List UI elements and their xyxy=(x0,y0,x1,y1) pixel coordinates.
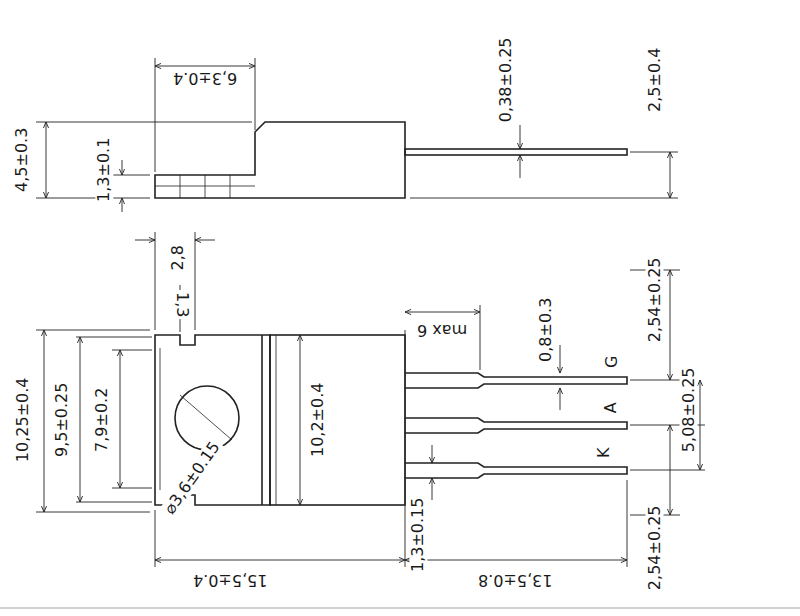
dimension-label: 1,3±0.15 xyxy=(409,496,427,574)
dimension-label: 2,8 xyxy=(169,243,187,272)
dimension-label: 4,5±0.3 xyxy=(13,126,31,194)
dimension-label: 7,9±0.2 xyxy=(93,386,111,454)
dimension-label: 2,5±0.4 xyxy=(646,46,664,114)
dimension-label: 2,54±0.25 xyxy=(645,256,663,345)
dimension-label: 10,25±0.4 xyxy=(13,376,31,465)
dimension-label: 5,08±0.25 xyxy=(679,366,697,455)
dimension-label: A xyxy=(601,401,619,416)
dimension-label: G xyxy=(603,354,621,370)
dimension-label: 0,8±0.3 xyxy=(537,296,555,364)
dimension-label: 0,38±0.25 xyxy=(496,36,514,125)
dimension-label: 15,5±0.4 xyxy=(191,571,269,589)
dimension-label: 13,5±0.8 xyxy=(476,571,554,589)
dimension-label: 6,3±0.4 xyxy=(171,69,239,87)
dimension-label: ⌀3,6±0.15 xyxy=(160,437,225,519)
dimension-label: 9,5±0.25 xyxy=(53,381,71,459)
dimension-label: 10,2±0.4 xyxy=(309,381,327,459)
dimension-label: 1,3 xyxy=(173,290,191,319)
dimension-label: 2,54±0.25 xyxy=(645,504,663,593)
dimension-label: max 6 xyxy=(415,321,469,339)
dimension-label: 1,3±0.1 xyxy=(95,136,113,204)
dimension-label: K xyxy=(595,446,613,461)
